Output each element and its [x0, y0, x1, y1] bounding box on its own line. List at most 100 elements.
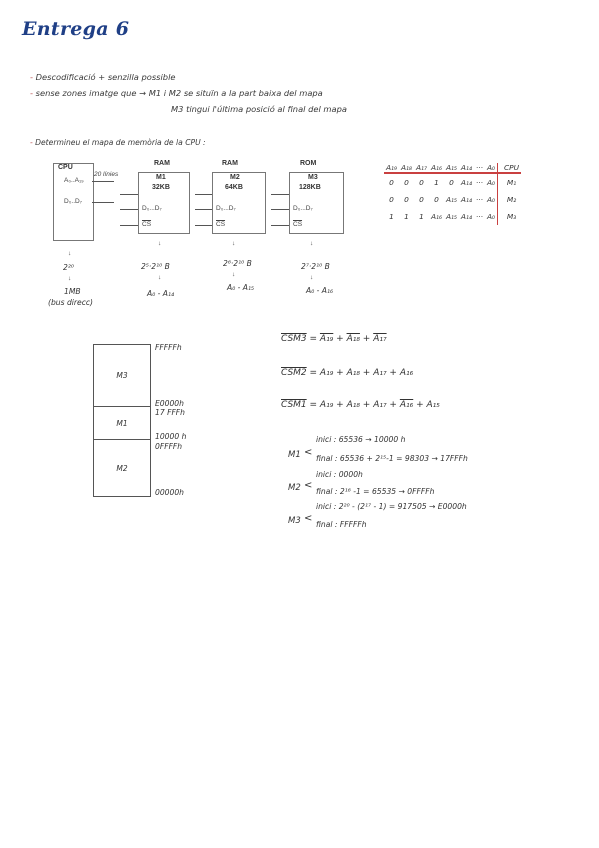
chip-box — [212, 172, 266, 234]
table-header: A₁₉ — [386, 163, 397, 172]
table-cell: 0 — [389, 194, 394, 204]
chip-name: M3 — [308, 174, 318, 181]
table-header: A₁₅ — [445, 163, 457, 172]
calc-final: final : 65536 + 2¹⁵-1 = 98303 → 17FFFh — [316, 454, 468, 463]
table-cell: 1 — [404, 211, 409, 221]
equation-csm3: CSM3 = A₁₉ + A₁₈ + A₁₇ — [281, 334, 387, 344]
chip-data-pins: D₀...D₇ — [142, 205, 162, 212]
chip-name: M2 — [230, 174, 240, 181]
chip-name: M1 — [156, 174, 166, 181]
table-cell: A₁₆ — [430, 211, 442, 221]
cpu-size: 2²⁰ — [63, 263, 74, 272]
chip-range: A₀ - A₁₅ — [227, 283, 255, 292]
pin-line — [120, 225, 138, 226]
brace-icon: < — [304, 513, 313, 524]
addr-label: 0FFFFh — [155, 442, 183, 451]
address-table: A₁₉ A₁₈ A₁₇ A₁₆ A₁₅ A₁₄ ··· A₀ CPU 0 0 0… — [384, 163, 522, 225]
table-cell: ··· — [475, 177, 483, 187]
chip-size: 128KB — [299, 184, 321, 191]
chip-data-pins: D₀...D₇ — [216, 205, 236, 212]
note-line-2: - sense zones imatge que → M1 i M2 se si… — [30, 88, 323, 98]
note-line-3: M3 tingui l'última posició al final del … — [171, 104, 347, 114]
table-cell: 1 — [389, 211, 394, 221]
chip-calc: 2⁶·2¹⁰ B — [223, 259, 252, 268]
table-cell: M₃ — [497, 207, 522, 225]
chip-calc: 2⁵·2¹⁰ B — [141, 262, 170, 271]
cpu-addr-line — [92, 181, 114, 182]
pin-line — [120, 209, 138, 210]
chip-size: 32KB — [152, 184, 170, 191]
chip-kind: RAM — [154, 160, 170, 167]
equation-csm2: CSM2 = A₁₉ + A₁₈ + A₁₇ + A₁₆ — [281, 368, 414, 378]
calc-final: final : 2¹⁶ -1 = 65535 → 0FFFFh — [316, 487, 435, 496]
chip-arrow: ↓ — [158, 240, 162, 247]
table-header: A₁₄ — [460, 163, 472, 172]
table-cell: 0 — [419, 194, 424, 204]
table-row: 0 0 0 1 0 A₁₄ ··· A₀ M₁ — [384, 173, 522, 191]
table-cell: 0 — [404, 177, 409, 187]
chip-range: A₀ - A₁₄ — [147, 289, 175, 298]
table-cell: A₀ — [486, 194, 495, 204]
chip-range: A₀ - A₁₆ — [306, 286, 334, 295]
note-line-1: - Descodificació + senzilla possible — [30, 72, 176, 82]
table-row: 1 1 1 A₁₆ A₁₅ A₁₄ ··· A₀ M₃ — [384, 207, 522, 225]
chip-calc: 2⁷·2¹⁰ B — [301, 262, 330, 271]
calc-label: M1 — [288, 450, 301, 460]
equation-csm1: CSM1 = A₁₉ + A₁₈ + A₁₇ + A₁₆ + A₁₅ — [281, 400, 440, 410]
calc-inici: inici : 65536 → 10000 h — [316, 435, 406, 444]
cpu-box — [53, 163, 94, 241]
cpu-arrow-2: ↓ — [68, 275, 72, 282]
cpu-bus-note: (bus direcc) — [48, 298, 94, 307]
chip-arrow-2: ↓ — [232, 271, 236, 278]
addr-label: 10000 h — [155, 432, 187, 441]
table-header-row: A₁₉ A₁₈ A₁₇ A₁₆ A₁₅ A₁₄ ··· A₀ CPU — [384, 163, 522, 172]
brace-icon: < — [304, 480, 313, 491]
cpu-data-line — [92, 202, 114, 203]
addr-label: FFFFFh — [155, 343, 182, 352]
chip-data-pins: D₀...D₇ — [293, 205, 313, 212]
table-cell: 0 — [434, 194, 439, 204]
calc-inici: inici : 2²⁰ - (2¹⁷ - 1) = 917505 → E0000… — [316, 502, 467, 511]
chip-size: 64KB — [225, 184, 243, 191]
table-header: CPU — [497, 163, 522, 172]
chip-arrow: ↓ — [310, 240, 314, 247]
pin-line — [271, 209, 289, 210]
table-cell: A₁₅ — [445, 211, 457, 221]
table-cell: ··· — [475, 194, 483, 204]
cpu-data-pins: D₀..D₇ — [64, 198, 82, 205]
pin-line — [271, 225, 289, 226]
table-row: 0 0 0 0 A₁₅ A₁₄ ··· A₀ M₂ — [384, 190, 522, 208]
table-cell: M₂ — [497, 190, 522, 208]
chip-arrow-2: ↓ — [158, 274, 162, 281]
chip-cs-pin: CS — [216, 221, 226, 228]
chip-cs-pin: CS — [142, 221, 152, 228]
addr-label: 00000h — [155, 488, 184, 497]
cpu-label: CPU — [58, 164, 73, 171]
table-cell: 0 — [449, 177, 454, 187]
cpu-size-mb: 1MB — [64, 287, 81, 296]
addr-label: E0000h — [155, 399, 184, 408]
table-cell: A₁₄ — [460, 177, 472, 187]
brace-icon: < — [304, 447, 313, 458]
table-cell: A₁₄ — [460, 211, 472, 221]
table-cell: M₁ — [497, 173, 522, 191]
pin-line — [195, 194, 212, 195]
table-cell: A₁₅ — [445, 194, 457, 204]
table-cell: A₁₄ — [460, 194, 472, 204]
table-cell: A₀ — [486, 211, 495, 221]
table-cell: 0 — [404, 194, 409, 204]
calc-label: M2 — [288, 483, 301, 493]
table-cell: ··· — [475, 211, 483, 221]
pin-line — [195, 225, 212, 226]
pin-line — [271, 194, 289, 195]
table-header: ··· — [475, 163, 483, 172]
cpu-arrow: ↓ — [68, 250, 72, 257]
chip-kind: RAM — [222, 160, 238, 167]
table-cell: 0 — [389, 177, 394, 187]
note-line-4: - Determineu el mapa de memòria de la CP… — [30, 138, 206, 147]
table-header: A₀ — [486, 163, 495, 172]
cpu-lines-label: 20 línies — [94, 171, 119, 178]
table-header: A₁₇ — [415, 163, 427, 172]
map-block-m3: M3 — [93, 344, 151, 407]
page-title: Entrega 6 — [22, 18, 130, 40]
